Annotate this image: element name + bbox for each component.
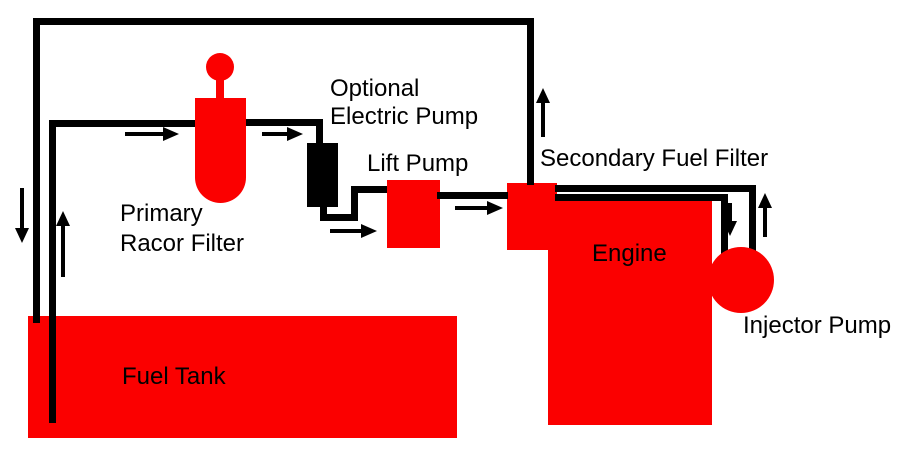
fuel-tank-label: Fuel Tank (122, 363, 226, 390)
primary-racor-filter-label: Primary Racor Filter (120, 200, 244, 258)
primary-racor-filter-label-line2: Racor Filter (120, 230, 245, 257)
pipe-primary-filter-out (246, 119, 323, 126)
engine-label: Engine (592, 240, 667, 267)
primary-racor-filter-label-line1: Primary (120, 200, 203, 227)
secondary-fuel-filter-label: Secondary Fuel Filter (540, 145, 769, 172)
fuel-tank-shape (28, 316, 457, 438)
injector-pump-shape (708, 247, 774, 313)
pipe-elbow-into-electric-pump (316, 119, 323, 145)
pipe-into-lift-pump (351, 186, 387, 193)
pipe-riser-to-lift-pump (351, 186, 358, 221)
optional-electric-pump-shape (307, 143, 338, 207)
primary-racor-filter-body (195, 98, 246, 203)
pipe-supply-to-primary-filter (49, 120, 195, 127)
pipe-lift-pump-to-secondary-filter (437, 192, 508, 199)
optional-electric-pump-label-line2: Electric Pump (330, 103, 479, 130)
secondary-fuel-filter-shape (507, 183, 557, 250)
pipe-injector-outer-vertical (749, 185, 756, 253)
optional-electric-pump-label-line1: Optional (330, 75, 420, 102)
pipe-return-top (33, 18, 534, 25)
pipe-secondary-filter-return-riser (527, 20, 534, 185)
primary-racor-filter-stem (216, 79, 224, 100)
pipe-return-left-vertical (33, 18, 40, 323)
injector-pump-label: Injector Pump (743, 312, 892, 339)
pipe-electric-pump-out-horizontal (320, 214, 358, 221)
lift-pump-label: Lift Pump (367, 150, 469, 177)
primary-racor-filter-knob (206, 53, 234, 81)
optional-electric-pump-label: Optional Electric Pump (330, 75, 478, 131)
pipe-tank-supply-vertical (49, 120, 56, 423)
lift-pump-shape (387, 180, 440, 248)
pipe-electric-pump-out-down (320, 205, 327, 221)
engine-shape (548, 200, 712, 425)
pipe-injector-inner-horizontal (555, 194, 728, 201)
pipe-injector-outer-horizontal (555, 185, 756, 192)
